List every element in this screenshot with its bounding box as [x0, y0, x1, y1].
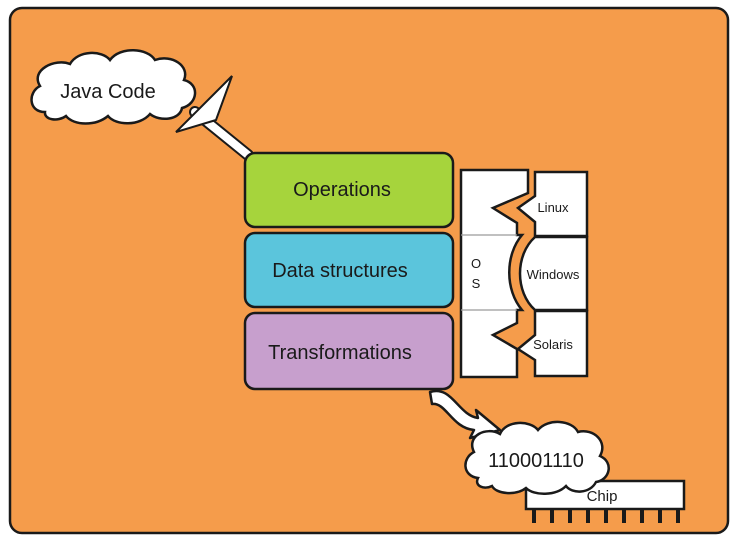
os-panel: O S — [459, 168, 530, 379]
chip-label: Chip — [587, 488, 618, 505]
transformations-layer: Transformations — [243, 311, 455, 391]
os-label-line2: S — [472, 276, 481, 291]
solaris-label: Solaris — [533, 337, 573, 352]
transformations-label: Transformations — [268, 342, 412, 364]
java-code-label: Java Code — [60, 81, 156, 103]
linux-piece: Linux — [515, 170, 589, 238]
chip-pins — [532, 509, 680, 523]
binary-cloud: 110001110 — [464, 420, 610, 495]
binary-label: 110001110 — [488, 450, 584, 472]
windows-label: Windows — [527, 267, 580, 282]
java-code-cloud: Java Code — [30, 49, 197, 125]
curved-arrow-icon — [428, 389, 502, 440]
operations-layer: Operations — [243, 151, 455, 229]
data-structures-layer: Data structures — [243, 231, 455, 309]
linux-label: Linux — [537, 200, 569, 215]
solaris-piece: Solaris — [515, 309, 589, 378]
os-label-line1: O — [471, 256, 481, 271]
funnel-icon — [175, 75, 254, 161]
data-structures-label: Data structures — [272, 260, 408, 282]
windows-piece: Windows — [518, 235, 589, 312]
operations-label: Operations — [293, 179, 391, 201]
